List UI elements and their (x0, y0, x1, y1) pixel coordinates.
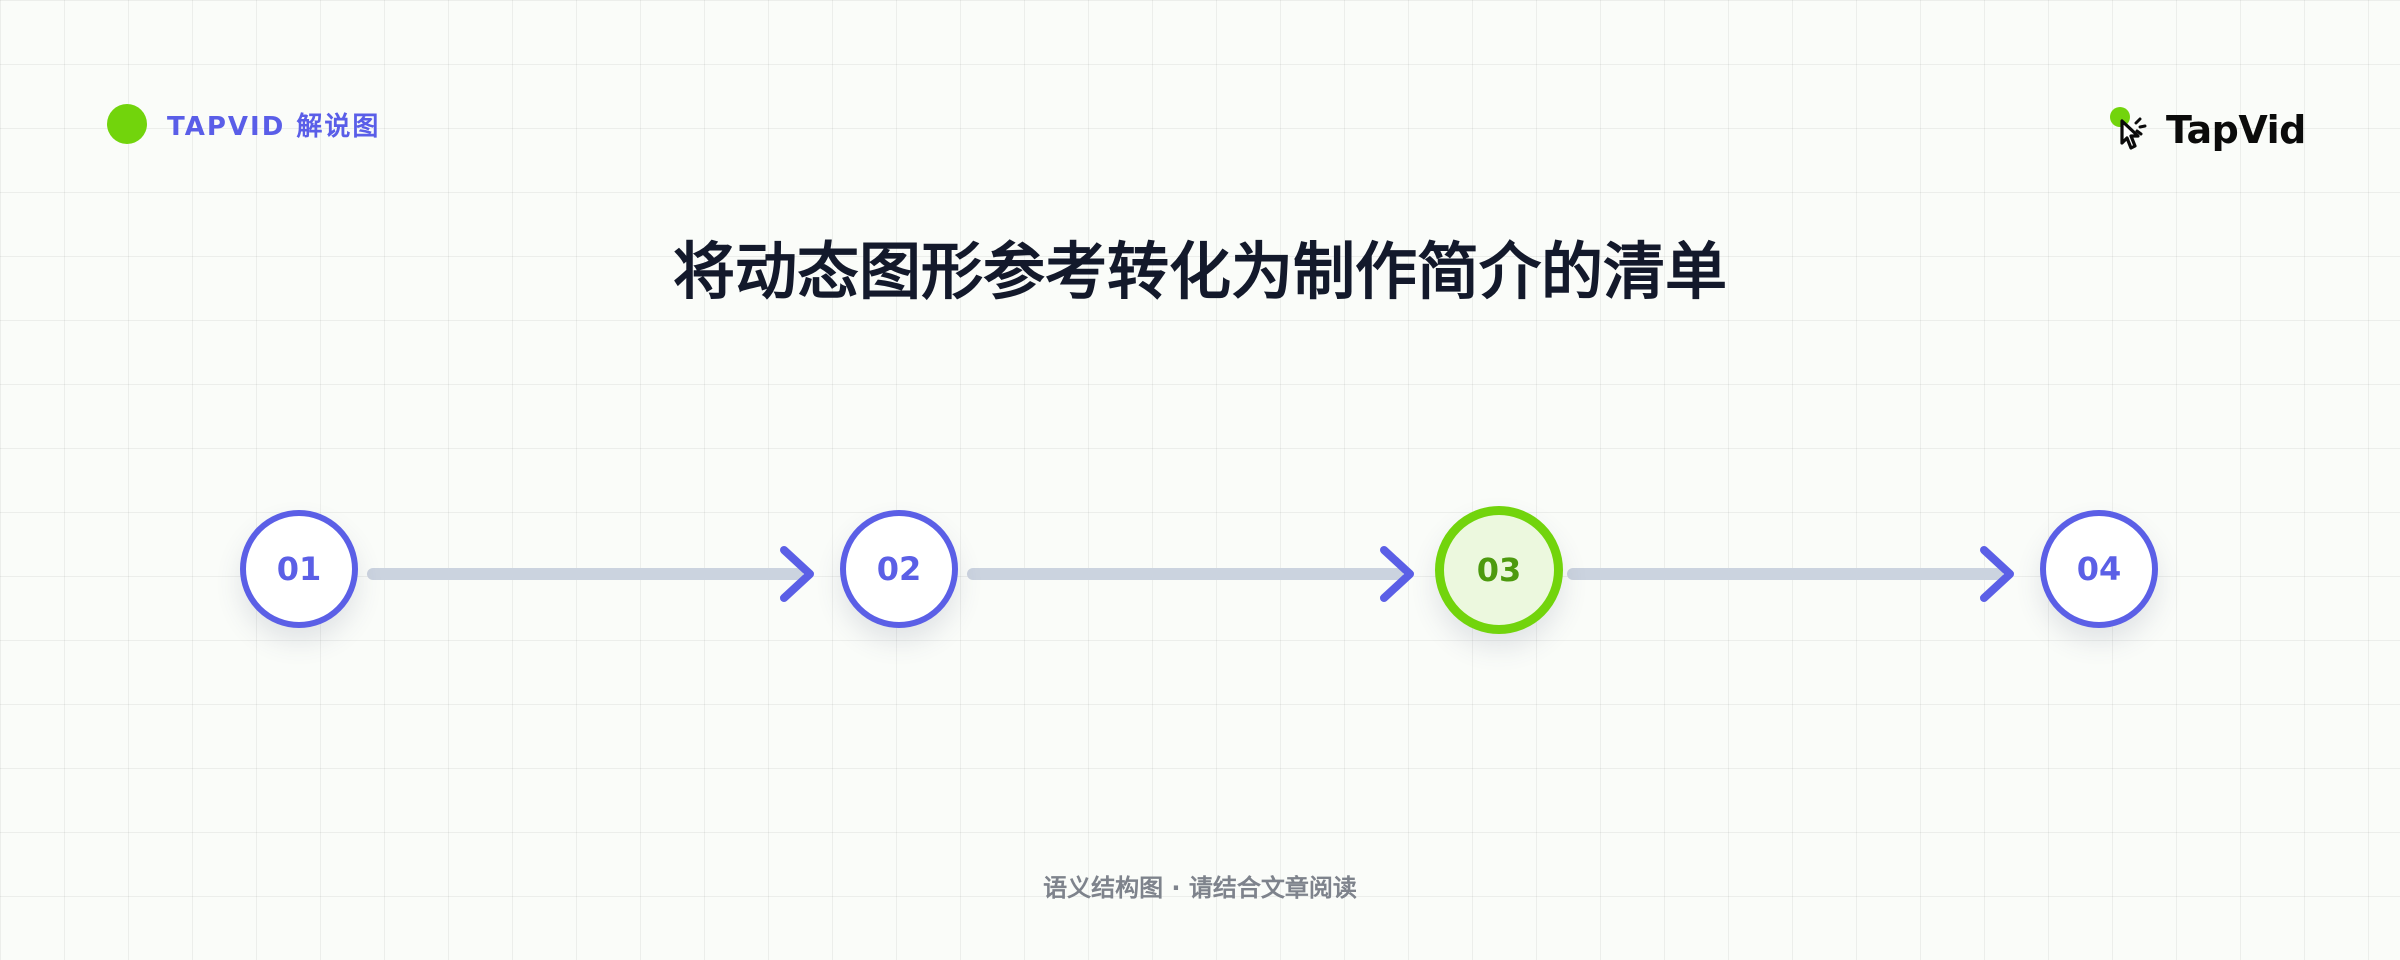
connector-1-2 (367, 546, 814, 602)
step-node-03-active: 03 (1435, 506, 1563, 634)
logo-text: TapVid (2166, 108, 2306, 152)
step-number: 03 (1476, 551, 1522, 589)
footer-caption: 语义结构图 · 请结合文章阅读 (1043, 874, 1357, 902)
page-title: 将动态图形参考转化为制作简介的清单 (672, 235, 1727, 308)
step-node-01: 01 (240, 510, 358, 628)
step-node-04: 04 (2040, 510, 2158, 628)
step-number: 02 (876, 550, 922, 588)
pointer-hand-icon (2110, 107, 2147, 150)
brand-header: TAPVID 解说图 (107, 104, 380, 144)
green-dot-icon (107, 104, 147, 144)
chevron-right-arrow-icon (1980, 546, 2014, 602)
step-number: 04 (2076, 550, 2122, 588)
chevron-right-arrow-icon (1380, 546, 1414, 602)
step-node-02: 02 (840, 510, 958, 628)
connector-2-3 (967, 546, 1414, 602)
step-number: 01 (276, 550, 322, 588)
brand-label: TAPVID 解说图 (167, 111, 381, 142)
chevron-right-arrow-icon (780, 546, 814, 602)
tapvid-logo: TapVid (2106, 100, 2306, 160)
connector-3-4 (1567, 546, 2014, 602)
